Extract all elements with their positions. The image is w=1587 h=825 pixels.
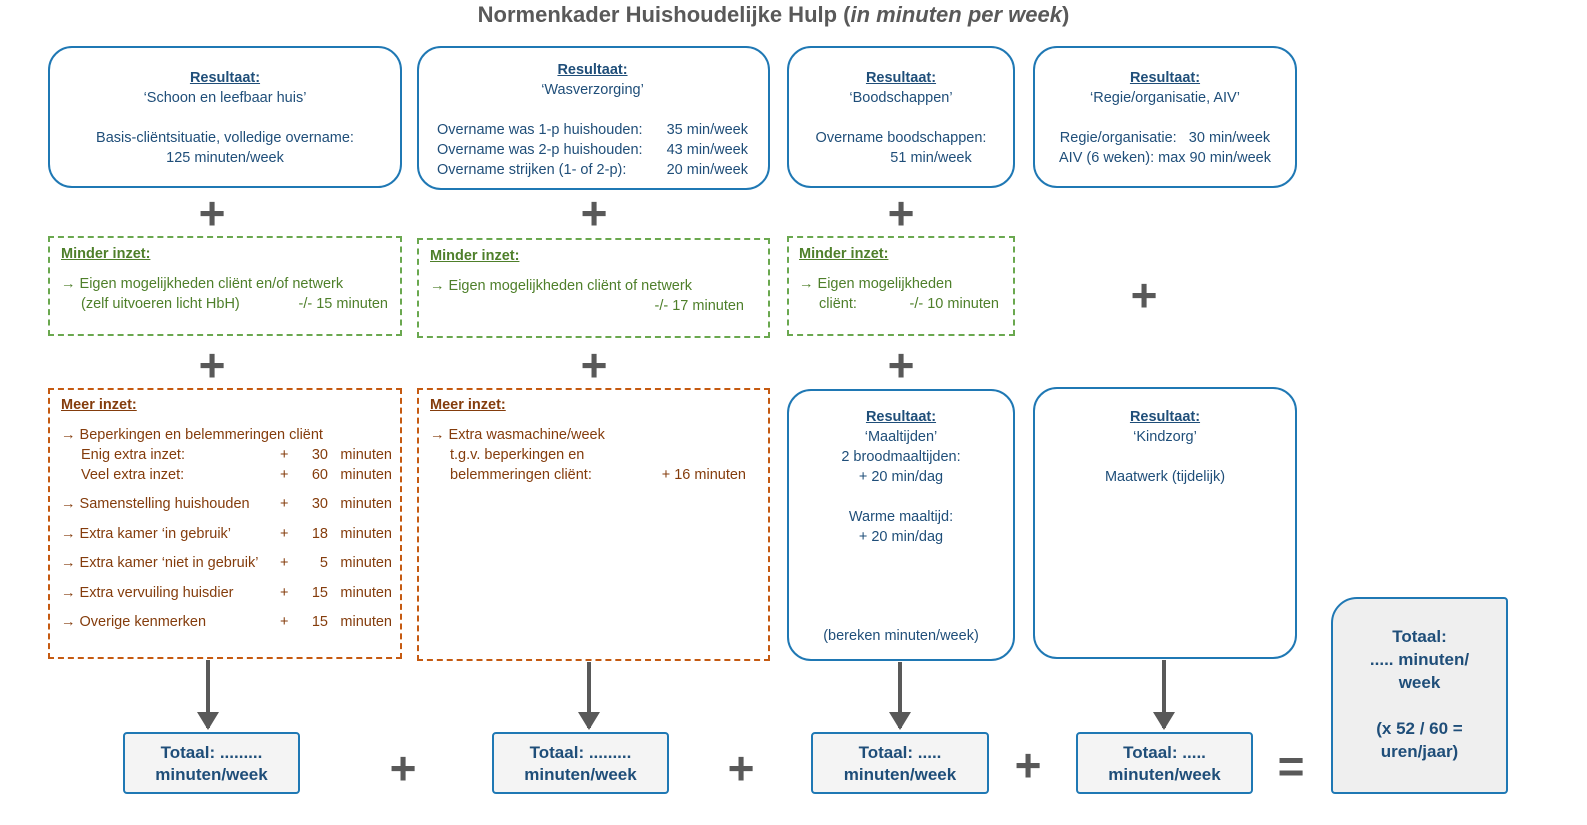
arrow-down — [578, 662, 600, 730]
result-boodschappen-box: Resultaat: ‘Boodschappen’ Overname boods… — [787, 46, 1015, 188]
minder-line: → Eigen mogelijkheden cliënt en/of netwe… — [61, 276, 344, 292]
result-line: 2 broodmaaltijden: — [841, 449, 961, 465]
result-heading: Resultaat: — [557, 62, 628, 78]
minder-line: → Eigen mogelijkheden cliënt of netwerk — [430, 278, 692, 294]
result-regie-box: Resultaat: ‘Regie/organisatie, AIV’ Regi… — [1033, 46, 1297, 188]
arrow-down — [197, 660, 219, 730]
minder-row: (zelf uitvoeren licht HbH)-/- 15 minuten — [81, 296, 388, 312]
result-note: (bereken minuten/week) — [823, 628, 979, 644]
minder-inzet-schoon-box: Minder inzet: → Eigen mogelijkheden clië… — [48, 236, 402, 336]
result-name: ‘Schoon en leefbaar huis’ — [143, 90, 307, 106]
result-line: AIV (6 weken): max 90 min/week — [1059, 150, 1271, 166]
plus-operator: + — [887, 339, 915, 391]
result-name: ‘Kindzorg’ — [1133, 429, 1197, 445]
result-was-box: Resultaat: ‘Wasverzorging’ Overname was … — [417, 46, 770, 190]
result-name: ‘Regie/organisatie, AIV’ — [1090, 90, 1240, 106]
plus-operator: + — [580, 187, 608, 239]
result-heading: Resultaat: — [1129, 70, 1201, 86]
plus-operator: + — [727, 742, 755, 794]
minder-heading: Minder inzet: — [799, 246, 889, 262]
minder-heading: Minder inzet: — [430, 248, 520, 264]
result-line: Maatwerk (tijdelijk) — [1104, 469, 1226, 485]
minder-row: cliënt:-/- 10 minuten — [819, 296, 999, 312]
result-heading: Resultaat: — [865, 70, 937, 86]
result-heading: Resultaat: — [189, 70, 261, 86]
total-regie-box: Totaal: .....minuten/week — [1076, 732, 1253, 794]
meer-line: t.g.v. beperkingen en — [450, 447, 585, 463]
plus-operator: + — [580, 339, 608, 391]
minder-heading: Minder inzet: — [61, 246, 151, 262]
equals-operator: = — [1277, 740, 1305, 792]
minder-value: -/- 17 minuten — [654, 298, 744, 314]
total-was-box: Totaal: .........minuten/week — [492, 732, 669, 794]
plus-operator: + — [198, 187, 226, 239]
result-maaltijden-box: Resultaat: ‘Maaltijden’ 2 broodmaaltijde… — [787, 389, 1015, 661]
minder-line: → Eigen mogelijkheden — [799, 276, 953, 292]
meer-line: → Beperkingen en belemmeringen cliënt — [61, 427, 323, 443]
plus-operator: + — [389, 742, 417, 794]
minder-inzet-was-box: Minder inzet: → Eigen mogelijkheden clië… — [417, 238, 770, 338]
plus-operator: + — [887, 187, 915, 239]
arrow-down — [889, 662, 911, 730]
plus-operator: + — [198, 339, 226, 391]
result-line: Basis-cliëntsituatie, volledige overname… — [96, 130, 354, 146]
result-line: Warme maaltijd: — [848, 509, 954, 525]
meer-line: → Extra wasmachine/week — [430, 427, 605, 443]
result-name: ‘Maaltijden’ — [864, 429, 938, 445]
total-schoon-box: Totaal: .........minuten/week — [123, 732, 300, 794]
meer-inzet-schoon-box: Meer inzet: → Beperkingen en belemmering… — [48, 388, 402, 659]
result-line: + 20 min/dag — [858, 529, 944, 545]
result-row: Overname was 1-p huishouden:35 min/week — [437, 122, 748, 138]
plus-operator: + — [1014, 739, 1042, 791]
result-kindzorg-box: Resultaat: ‘Kindzorg’ Maatwerk (tijdelij… — [1033, 387, 1297, 659]
result-heading: Resultaat: — [865, 409, 937, 425]
grand-total-box: Totaal: ..... minuten/ week (x 52 / 60 =… — [1331, 597, 1508, 794]
result-row: Overname was 2-p huishouden:43 min/week — [437, 142, 748, 158]
result-heading: Resultaat: — [1129, 409, 1201, 425]
diagram-title: Normenkader Huishoudelijke Hulp (in minu… — [477, 2, 1070, 27]
result-line: Regie/organisatie: 30 min/week — [1059, 130, 1271, 146]
meer-heading: Meer inzet: — [430, 397, 506, 413]
plus-operator: + — [1130, 269, 1158, 321]
result-name: ‘Wasverzorging’ — [541, 82, 644, 98]
result-schoon-box: Resultaat: ‘Schoon en leefbaar huis’ Bas… — [48, 46, 402, 188]
meer-heading: Meer inzet: — [61, 397, 137, 413]
result-line: + 20 min/dag — [858, 469, 944, 485]
minder-inzet-boodschappen-box: Minder inzet: → Eigen mogelijkheden clië… — [787, 236, 1015, 336]
meer-inzet-was-box: Meer inzet: → Extra wasmachine/week t.g.… — [417, 388, 770, 661]
arrow-down — [1153, 660, 1175, 730]
result-name: ‘Boodschappen’ — [849, 90, 953, 106]
meer-row: belemmeringen cliënt:+ 16 minuten — [450, 467, 746, 483]
result-line: 51 min/week — [890, 150, 972, 166]
total-boodschappen-box: Totaal: .....minuten/week — [811, 732, 989, 794]
result-row: Overname strijken (1- of 2-p):20 min/wee… — [437, 162, 748, 178]
result-line: Overname boodschappen: — [815, 130, 987, 146]
result-line: 125 minuten/week — [166, 150, 284, 166]
